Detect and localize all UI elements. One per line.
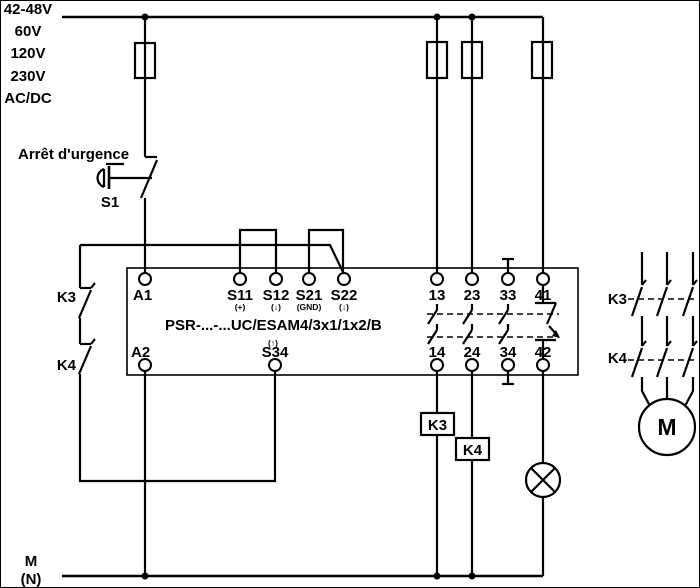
terminal-label-23: 23: [464, 287, 481, 304]
power-circuit-wiring: [640, 252, 695, 407]
fuse-icon: [133, 41, 157, 80]
supply-voltage-label: 230V: [10, 68, 45, 85]
terminal-s12: [269, 272, 283, 286]
supply-voltage-label: 120V: [10, 45, 45, 62]
estop-label: Arrêt d'urgence: [18, 146, 129, 163]
terminal-label-33: 33: [500, 287, 517, 304]
terminal-label-a2: A2: [131, 344, 150, 361]
terminal-label-s12: S12: [263, 287, 290, 304]
fuses: [133, 40, 554, 80]
terminal-14: [430, 358, 444, 372]
terminal-label-s22: S22: [331, 287, 358, 304]
motor-label: M: [657, 414, 676, 440]
estop-ref-label: S1: [101, 194, 119, 211]
terminal-label-a1: A1: [133, 287, 152, 304]
lamp-icon: [524, 461, 562, 499]
fuse-icon: [530, 40, 554, 80]
junction-dots: [141, 13, 476, 580]
terminal-label-24: 24: [464, 344, 481, 361]
feedback-contact-k3: [77, 282, 96, 319]
feedback-contact-k4: [77, 338, 96, 375]
motor-circle: [637, 397, 697, 457]
relay-terminals: [138, 272, 550, 372]
terminal-label-s11: S11: [227, 287, 253, 304]
terminal-34: [501, 358, 515, 372]
relay-terminal-labels: A1 S11 (+) S12 (↓) S21 (GND) S22 (↓) A2 …: [131, 287, 551, 361]
terminal-s11: [233, 272, 247, 286]
terminal-41: [536, 272, 550, 286]
terminal-label-s21: S21: [296, 287, 323, 304]
coil-k4-box: [454, 436, 491, 462]
terminal-sublabel-s34: (↑): [268, 338, 278, 348]
terminal-label-s34: S34: [262, 344, 289, 361]
neutral-label-m: M: [25, 553, 38, 570]
estop-switch: [109, 155, 159, 199]
terminal-s34: [268, 358, 282, 372]
terminal-a1: [138, 272, 152, 286]
terminal-stub-33: [502, 257, 514, 273]
safety-relay-box: [126, 267, 579, 376]
supply-voltage-label: AC/DC: [4, 90, 52, 107]
terminal-label-42: 42: [535, 344, 552, 361]
feedback-loop-wiring: [78, 243, 344, 483]
terminal-24: [465, 358, 479, 372]
terminal-42: [536, 358, 550, 372]
terminal-label-13: 13: [429, 287, 446, 304]
coil-k3-label: K3: [428, 417, 447, 434]
supply-voltage-labels: 42-48V 60V 120V 230V AC/DC: [4, 1, 52, 107]
relay-nc-contact: [535, 285, 560, 359]
supply-voltage-label: 42-48V: [4, 1, 52, 18]
terminal-33: [501, 272, 515, 286]
terminal-sublabel-s11: (+): [235, 302, 246, 312]
terminal-s21: [302, 272, 316, 286]
terminal-sublabel-s21: (GND): [297, 302, 322, 312]
terminal-13: [430, 272, 444, 286]
neutral-label-n: (N): [21, 571, 42, 588]
terminal-label-34: 34: [500, 344, 517, 361]
feedback-k4-label: K4: [57, 357, 77, 374]
estop-mushroom-icon: [96, 162, 124, 189]
terminal-label-41: 41: [535, 287, 552, 304]
contactor-k3-contacts: [630, 279, 698, 317]
terminal-s22: [337, 272, 351, 286]
fuse-icon: [425, 40, 449, 80]
coil-k4-label: K4: [463, 442, 483, 459]
contactor-k3-label: K3: [608, 291, 627, 308]
terminal-label-14: 14: [429, 344, 446, 361]
contactor-k4-contacts: [630, 340, 698, 378]
terminal-23: [465, 272, 479, 286]
terminal-sublabel-s12: (↓): [271, 302, 281, 312]
fuse-icon: [460, 40, 484, 80]
terminal-stub-34: [502, 371, 514, 386]
wiring: [143, 17, 545, 576]
terminal-sublabel-s22: (↓): [339, 302, 349, 312]
coil-k3-box: [419, 411, 456, 437]
relay-model-label: PSR-...-...UC/ESAM4/3x1/1x2/B: [165, 317, 382, 334]
supply-voltage-label: 60V: [15, 23, 42, 40]
terminal-jumpers: [238, 228, 345, 273]
feedback-k3-label: K3: [57, 289, 76, 306]
contactor-k4-label: K4: [608, 350, 628, 367]
terminal-a2: [138, 358, 152, 372]
